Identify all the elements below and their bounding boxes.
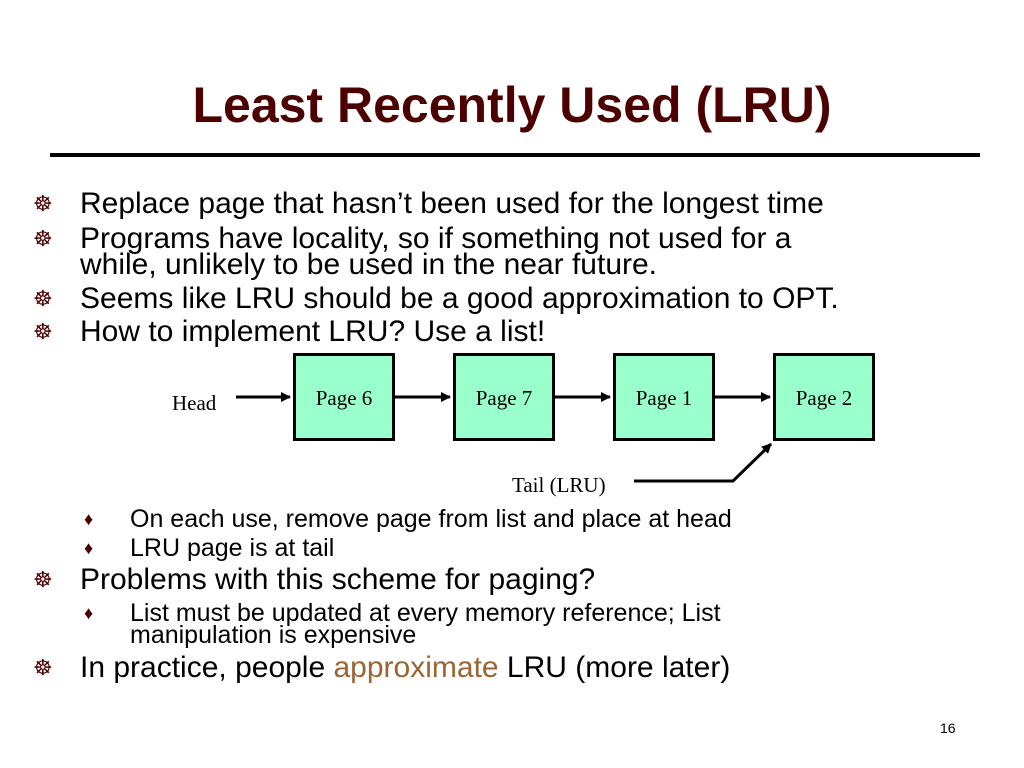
drop-icon: ♦: [84, 538, 94, 558]
slide-title: Least Recently Used (LRU): [192, 77, 832, 133]
head-label: Head: [172, 391, 217, 415]
tail-arrow: [634, 442, 773, 483]
page-node: Page 7: [453, 353, 555, 441]
sub-bullet-lru-tail: LRU page is at tail: [130, 534, 335, 562]
bullet-in-practice: In practice, people approximate LRU (mor…: [80, 653, 730, 683]
page-node: Page 2: [773, 353, 875, 441]
bullet-approximation: Seems like LRU should be a good approxim…: [80, 282, 839, 315]
title-underline: [50, 153, 980, 157]
ship-wheel-icon: ☸: [33, 191, 53, 216]
drop-icon: ♦: [84, 603, 94, 623]
highlighted-word: approximate: [333, 651, 499, 684]
in-practice-text-end: LRU (more later): [498, 651, 731, 684]
page-node: Page 6: [293, 353, 395, 441]
drop-icon: ♦: [84, 509, 94, 529]
slide-number: 16: [940, 720, 956, 736]
ship-wheel-icon: ☸: [33, 286, 53, 311]
ship-wheel-icon: ☸: [33, 567, 53, 592]
bullet-implement: How to implement LRU? Use a list!: [80, 315, 546, 348]
sub-bullet-list-updated-line1: List must be updated at every memory ref…: [130, 599, 721, 627]
ship-wheel-icon: ☸: [33, 226, 53, 251]
sub-bullet-on-each-use: On each use, remove page from list and p…: [130, 505, 732, 533]
bullet-locality-line2: while, unlikely to be used in the near f…: [80, 248, 658, 281]
tail-label: Tail (LRU): [512, 473, 606, 497]
sub-bullet-list-updated-line2: manipulation is expensive: [130, 621, 417, 649]
bullet-replace-page: Replace page that hasn’t been used for t…: [80, 187, 824, 220]
page-node: Page 1: [613, 353, 715, 441]
in-practice-text-start: In practice, people: [80, 651, 334, 684]
bullet-locality-line1: Programs have locality, so if something …: [80, 222, 792, 255]
ship-wheel-icon: ☸: [33, 319, 53, 344]
ship-wheel-icon: ☸: [33, 655, 53, 680]
bullet-problems: Problems with this scheme for paging?: [80, 563, 596, 596]
